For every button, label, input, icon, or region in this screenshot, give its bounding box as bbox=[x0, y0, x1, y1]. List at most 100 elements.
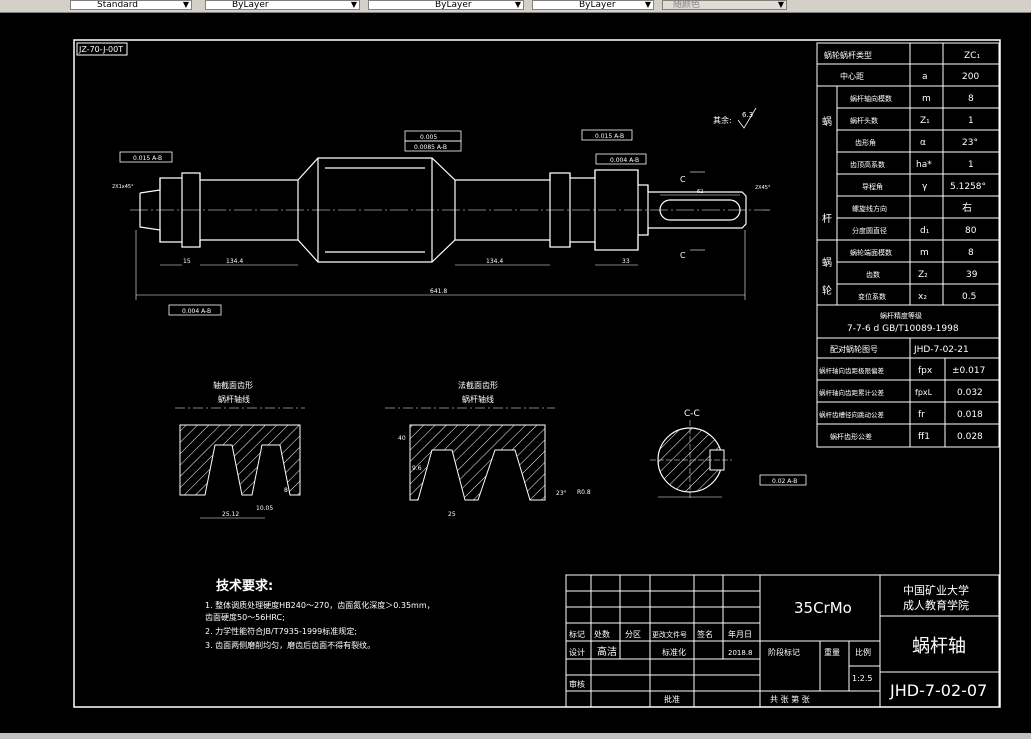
hdr-mark: 标记 bbox=[569, 629, 585, 639]
title-block bbox=[565, 574, 1000, 708]
tol-label: 蜗杆齿槽径向跳动公差 bbox=[819, 410, 885, 419]
color-combo[interactable]: ByLayer▼ bbox=[205, 0, 360, 10]
group-worm-2: 杆 bbox=[822, 213, 832, 225]
hdr-change: 更改文件号 bbox=[652, 630, 687, 639]
row-weight: 重量 bbox=[824, 647, 840, 657]
param-val: 8 bbox=[968, 248, 974, 258]
tol-val: 0.028 bbox=[957, 432, 983, 442]
param-sym: x₂ bbox=[918, 292, 927, 302]
param-sym: m bbox=[922, 94, 931, 104]
tol-5: 0.004 A-B bbox=[610, 157, 639, 164]
group-wheel-1: 蜗 bbox=[822, 257, 832, 269]
chevron-down-icon[interactable]: ▼ bbox=[644, 0, 651, 9]
roughness-symbol-icon bbox=[737, 107, 757, 129]
plotstyle-combo[interactable]: 随颜色 ▼ bbox=[662, 0, 787, 10]
chevron-down-icon[interactable]: ▼ bbox=[182, 0, 189, 9]
material: 35CrMo bbox=[794, 599, 852, 617]
tol-6: 0.004 A-B bbox=[182, 308, 211, 315]
param-val: 39 bbox=[966, 270, 978, 280]
row-scale: 比例 bbox=[855, 647, 871, 657]
chevron-down-icon[interactable]: ▼ bbox=[514, 0, 521, 9]
tol-sym: fpxL bbox=[915, 388, 933, 397]
param-label: 齿形角 bbox=[855, 138, 876, 147]
tol-1: 0.015 A-B bbox=[133, 155, 162, 162]
axial-profile-sub: 蜗杆轴线 bbox=[218, 394, 250, 404]
tol-label: 蜗杆轴向齿距累计公差 bbox=[819, 388, 885, 397]
text-style-combo[interactable]: Standard▼ bbox=[70, 0, 192, 10]
dim-15: 15 bbox=[183, 258, 191, 265]
section-cc-title: C-C bbox=[684, 409, 700, 419]
param-label: 齿顶高系数 bbox=[850, 160, 885, 169]
row-check: 审核 bbox=[569, 679, 585, 689]
param-label: 蜗杆轴向模数 bbox=[850, 94, 892, 103]
dim-134-right: 134.4 bbox=[486, 258, 503, 265]
scale-value: 1:2.5 bbox=[852, 674, 873, 683]
group-worm-1: 蜗 bbox=[822, 116, 832, 128]
param-label: 分度圆直径 bbox=[852, 226, 887, 235]
param-val: 0.5 bbox=[962, 292, 976, 302]
tol-table: 蜗杆轴向齿距极限偏差 fpx ±0.017 蜗杆轴向齿距累计公差 fpxL 0.… bbox=[819, 366, 985, 442]
normal-dim-angle: 23° bbox=[556, 490, 567, 497]
param-sym: α bbox=[920, 138, 926, 148]
tech-title: 技术要求: bbox=[216, 578, 273, 594]
normal-dim-25: 25 bbox=[448, 511, 456, 518]
row-std: 标准化 bbox=[662, 647, 686, 657]
lineweight-combo[interactable]: ByLayer ▼ bbox=[532, 0, 654, 10]
dimension-lines bbox=[135, 171, 746, 300]
tech-item-2: 2. 力学性能符合JB/T7935-1999标准规定; bbox=[205, 626, 357, 636]
mating-label: 配对蜗轮图号 bbox=[830, 344, 878, 354]
normal-profile-sub: 蜗杆轴线 bbox=[462, 394, 494, 404]
param-val: 23° bbox=[962, 138, 978, 148]
normal-dim-40: 40 bbox=[398, 435, 406, 442]
design-date: 2018.8 bbox=[728, 649, 753, 657]
chevron-down-icon[interactable]: ▼ bbox=[777, 0, 784, 9]
axial-dim-1: 25.12 bbox=[222, 511, 239, 518]
param-label: 齿数 bbox=[866, 270, 880, 279]
param-sym-center: a bbox=[922, 72, 928, 82]
tol-sym: ff1 bbox=[918, 432, 930, 442]
accuracy-title: 蜗杆精度等级 bbox=[880, 311, 922, 320]
school-name-2: 成人教育学院 bbox=[903, 598, 969, 612]
worm-shaft bbox=[139, 157, 747, 263]
drawing-number-box bbox=[76, 42, 128, 56]
roughness-other-label: 其余: bbox=[713, 115, 732, 125]
hdr-date: 年月日 bbox=[728, 629, 752, 639]
param-sym: m bbox=[920, 248, 929, 258]
param-table bbox=[816, 42, 1000, 448]
normal-dim-r: R0.8 bbox=[577, 489, 591, 496]
param-val: 1 bbox=[968, 160, 974, 170]
row-approve: 批准 bbox=[664, 694, 680, 704]
normal-dim-9: 9.6 bbox=[412, 465, 422, 472]
dim-33: 33 bbox=[622, 258, 630, 265]
mating-value: JHD-7-02-21 bbox=[913, 345, 969, 355]
param-val: 80 bbox=[965, 226, 977, 236]
param-val-center: 200 bbox=[962, 72, 979, 82]
dim-134-left: 134.4 bbox=[226, 258, 243, 265]
param-label-type: 蜗轮蜗杆类型 bbox=[824, 50, 872, 60]
param-sym: γ bbox=[922, 182, 928, 192]
chevron-down-icon[interactable]: ▼ bbox=[350, 0, 357, 9]
lineweight-value: ByLayer bbox=[579, 0, 616, 10]
tol-3: 0.0085 A-B bbox=[414, 144, 447, 151]
dim-chamfer-right: 2X45° bbox=[755, 185, 771, 191]
linetype-combo[interactable]: ByLayer ▼ bbox=[368, 0, 524, 10]
drawing-number-text: JZ-70-J-00T bbox=[78, 45, 123, 54]
dim-62: 62 bbox=[697, 189, 703, 195]
dim-chamfer-left: 2X1x45° bbox=[112, 184, 134, 190]
tech-item-3: 3. 齿面两侧磨削均匀，磨齿后齿面不得有裂纹。 bbox=[205, 640, 375, 650]
group-wheel-2: 轮 bbox=[822, 284, 832, 297]
tol-val: 0.032 bbox=[957, 388, 983, 398]
tol-label: 蜗杆齿形公差 bbox=[830, 432, 872, 441]
tol-label: 蜗杆轴向齿距极限偏差 bbox=[819, 366, 885, 375]
param-sym: ha* bbox=[916, 160, 932, 170]
linetype-value: ByLayer bbox=[435, 0, 472, 10]
tol-val: ±0.017 bbox=[952, 366, 985, 376]
plotstyle-value: 随颜色 bbox=[673, 0, 701, 10]
tol-val: 0.018 bbox=[957, 410, 983, 420]
param-val-type: ZC₁ bbox=[964, 51, 980, 61]
param-rows: 蜗杆轴向模数 m 8 蜗杆头数 Z₁ 1 齿形角 α 23° 齿顶高系数 ha*… bbox=[850, 94, 986, 302]
param-val: 5.1258° bbox=[950, 182, 986, 192]
tolerance-frames bbox=[119, 129, 807, 486]
section-marker-c-top: C bbox=[680, 175, 686, 184]
